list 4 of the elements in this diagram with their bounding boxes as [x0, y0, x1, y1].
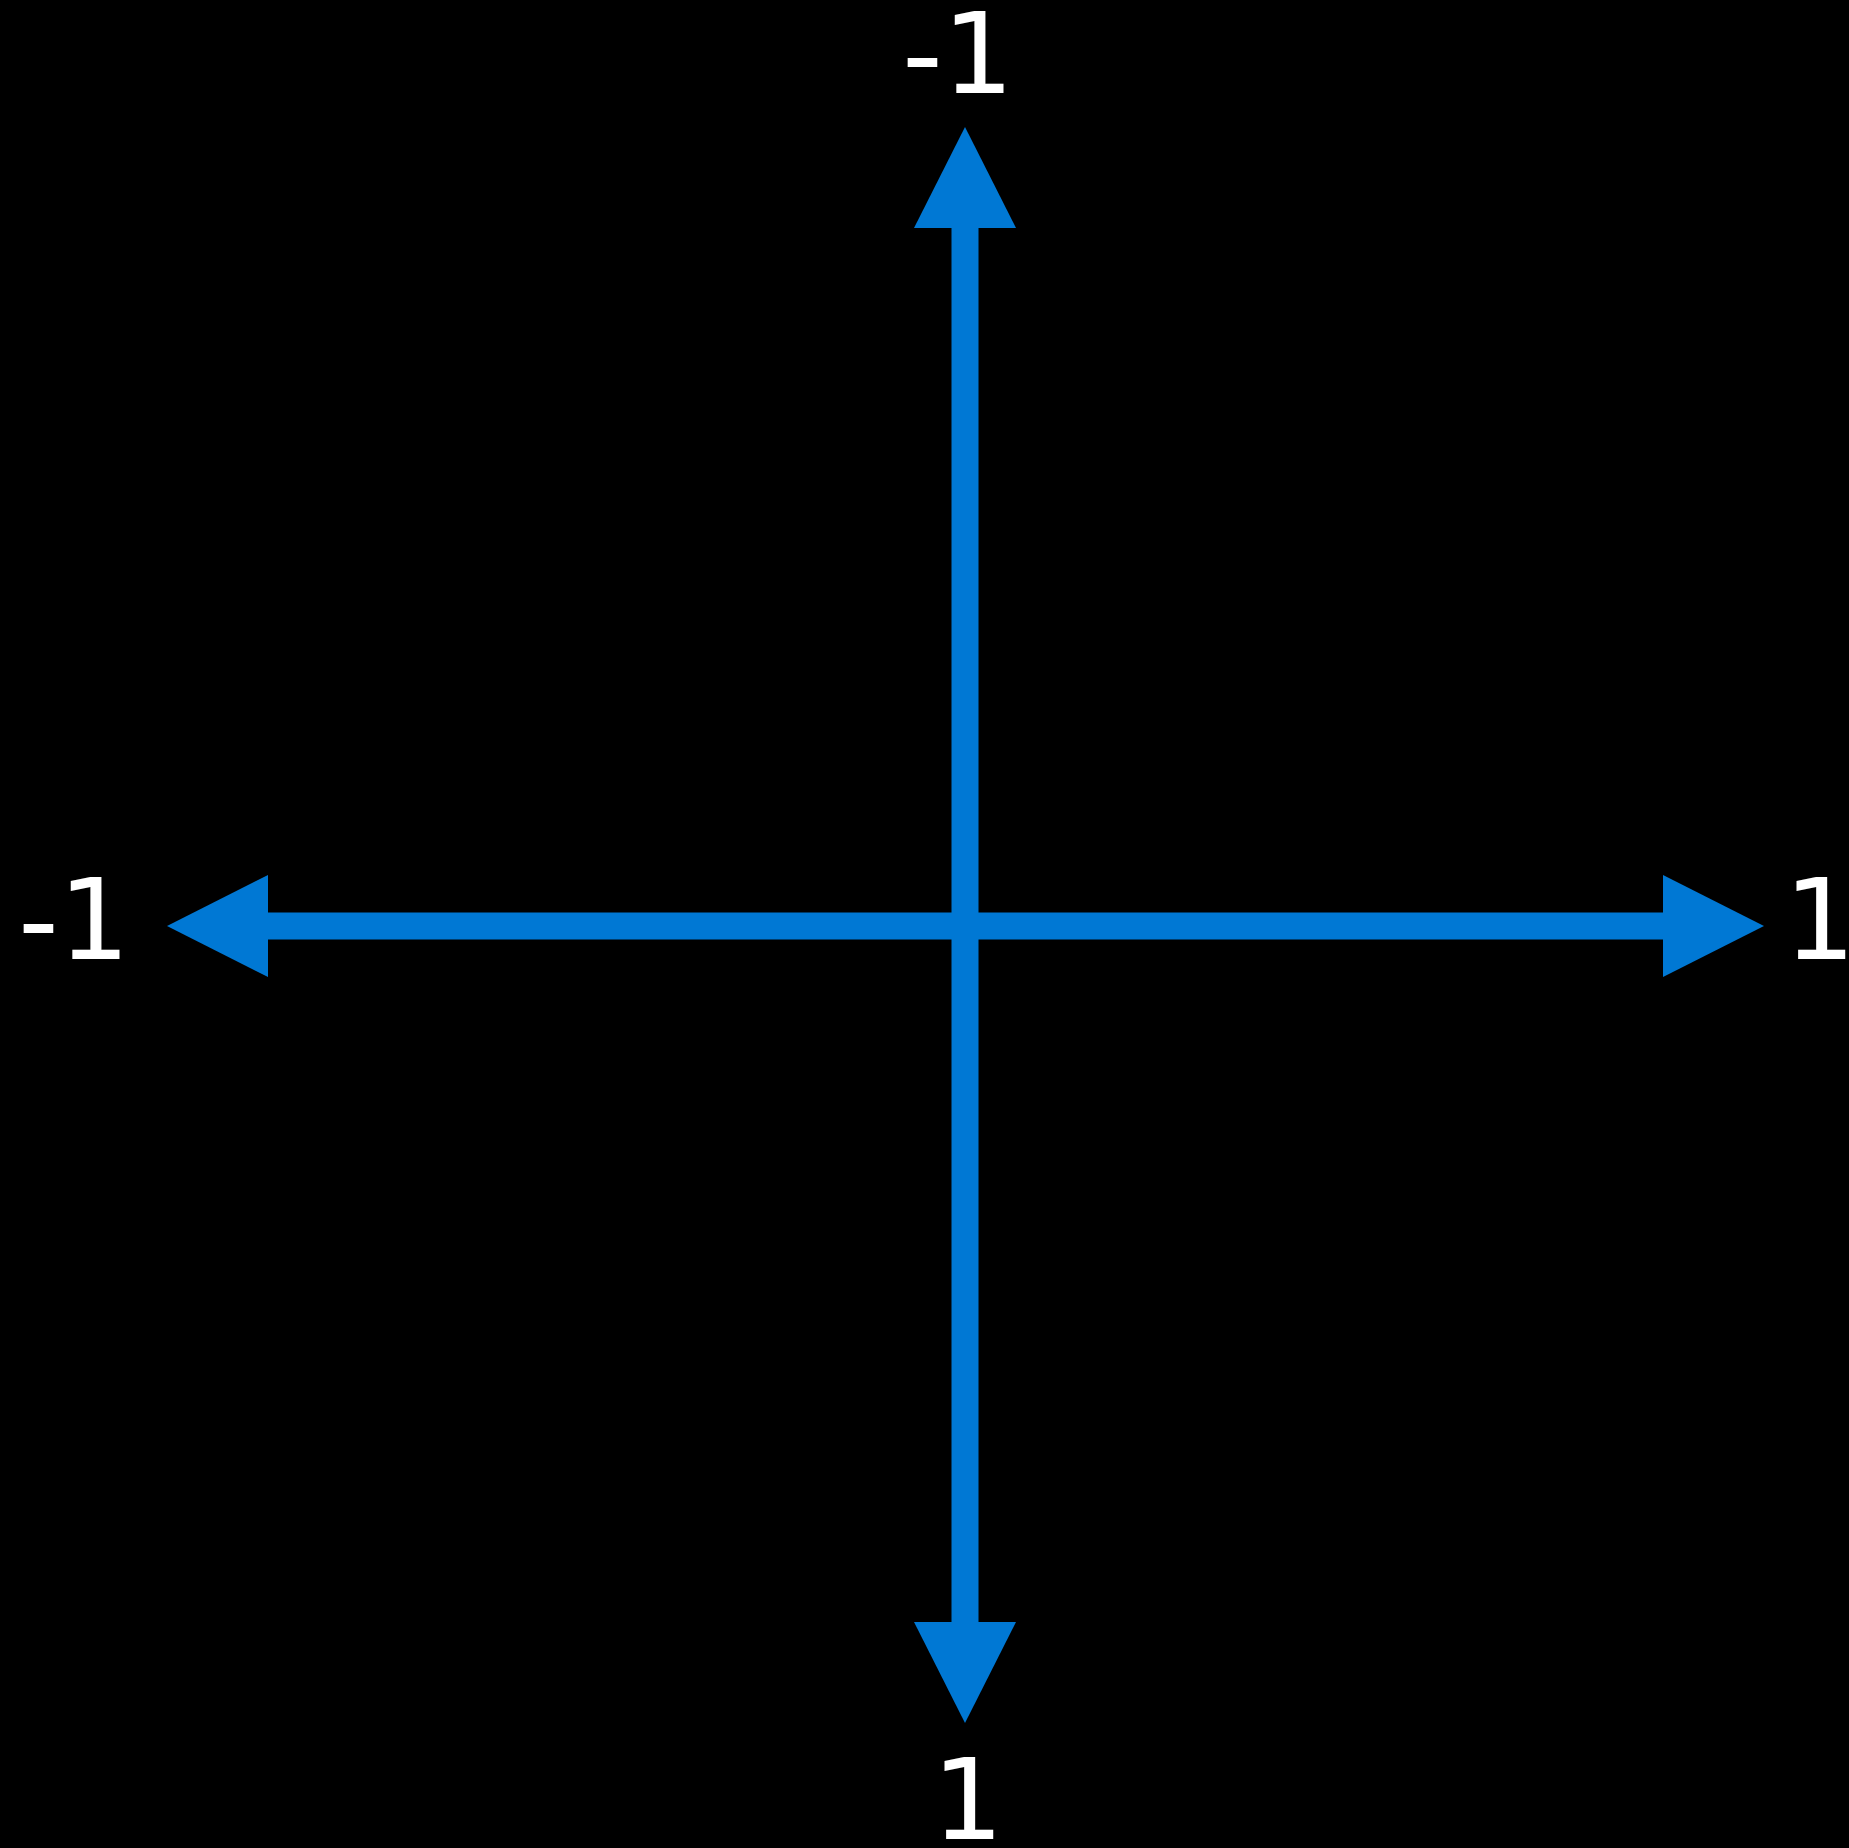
- axis-label: 1: [1784, 864, 1849, 976]
- axis-label: 1: [932, 1744, 1004, 1848]
- axis-label: -1: [18, 864, 130, 976]
- axis-label: -1: [902, 0, 1014, 110]
